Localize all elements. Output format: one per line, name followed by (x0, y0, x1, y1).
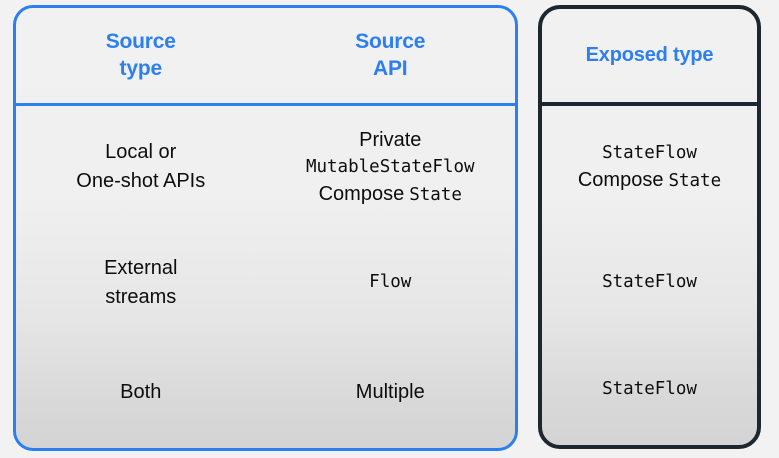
column-header-source-api-line1: Source (355, 30, 426, 54)
cell-source-api-3-line1: Multiple (355, 380, 425, 403)
cell-source-type-1-line1: Local or (105, 141, 177, 164)
cell-source-type-2: External streams (16, 254, 266, 312)
source-table-header-row: Source type Source API (16, 8, 515, 106)
cell-source-api-1-line3-word1: Compose (318, 183, 405, 206)
cell-source-type-1-line2: One-shot APIs (76, 170, 206, 193)
cell-source-type-2-line2: streams (105, 285, 177, 308)
column-header-source-type-line1: Source (105, 30, 176, 54)
column-header-source-api-line2: API (373, 56, 408, 80)
cell-exposed-type-1-line1: StateFlow (602, 142, 697, 163)
column-header-source-api: Source API (266, 29, 516, 82)
table-row: Both Multiple (16, 337, 515, 448)
cell-source-type-1: Local or One-shot APIs (16, 138, 266, 196)
column-header-exposed-type-label: Exposed type (585, 43, 714, 66)
column-header-source-type: Source type (16, 29, 266, 82)
table-row: External streams Flow (16, 229, 515, 337)
column-header-exposed-type: Exposed type (542, 43, 757, 68)
cell-exposed-type-1-line2-word2: State (668, 170, 722, 191)
cell-exposed-type-3: StateFlow (542, 377, 757, 402)
source-table-panel: Source type Source API Local or One-shot… (13, 5, 518, 451)
cell-source-type-3: Both (16, 378, 266, 407)
cell-source-api-2-line1: Flow (369, 272, 412, 293)
cell-source-api-1-line3-word2: State (409, 185, 462, 206)
cell-exposed-type-3-line1: StateFlow (602, 379, 697, 400)
cell-exposed-type-1-line2-word1: Compose (577, 168, 664, 191)
table-row: StateFlow (542, 229, 757, 335)
cell-source-api-3: Multiple (266, 378, 516, 407)
cell-source-api-1-line2: MutableStateFlow (305, 156, 475, 177)
cell-exposed-type-2-line1: StateFlow (602, 271, 697, 292)
cell-source-type-3-line1: Both (120, 380, 162, 403)
column-header-source-type-line2: type (119, 56, 163, 80)
source-table-body: Local or One-shot APIs Private MutableSt… (16, 106, 515, 448)
cell-source-api-1-line1: Private (359, 128, 422, 151)
cell-exposed-type-2: StateFlow (542, 270, 757, 295)
cell-source-api-2: Flow (266, 270, 516, 295)
exposed-type-header-row: Exposed type (542, 9, 757, 106)
table-row: Local or One-shot APIs Private MutableSt… (16, 106, 515, 229)
table-row: StateFlow (542, 335, 757, 445)
cell-source-type-2-line1: External (104, 256, 178, 279)
